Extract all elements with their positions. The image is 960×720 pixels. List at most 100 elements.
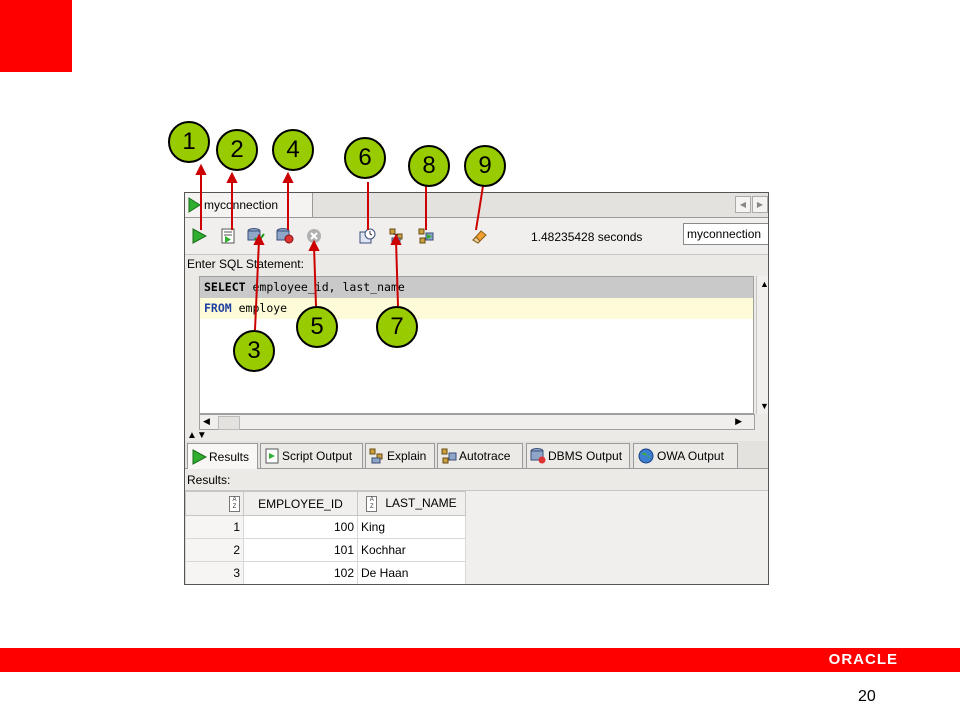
green-run-arrow-icon [188, 197, 201, 213]
tab-label: Script Output [282, 449, 353, 463]
column-label: LAST_NAME [385, 495, 457, 510]
cell-last-name[interactable]: King [357, 515, 466, 539]
callout-7: 7 [376, 306, 418, 348]
code-line-1: SELECT employee_id, last_name [200, 277, 753, 298]
autotrace-icon [418, 228, 434, 244]
result-tab-bar: Results Script Output Explain Autotrace … [185, 441, 768, 469]
tab-label: Explain [387, 449, 427, 463]
cell-employee-id[interactable]: 102 [243, 561, 358, 584]
column-label: EMPLOYEE_ID [258, 496, 343, 511]
worksheet-toolbar: 1.48235428 seconds myconnection [185, 218, 768, 255]
slide-corner-block [0, 0, 72, 72]
history-clock-icon [359, 228, 376, 244]
results-label: Results: [187, 473, 231, 487]
oracle-logo: ORACLE [828, 651, 898, 668]
sql-keyword-select: SELECT [204, 280, 246, 294]
slide-footer-bar: ORACLE [0, 648, 960, 672]
callout-9: 9 [464, 145, 506, 187]
scroll-left-icon[interactable]: ◀ [203, 416, 210, 426]
cell-employee-id[interactable]: 101 [243, 538, 358, 562]
execute-statement-button[interactable] [189, 226, 209, 246]
editor-horizontal-scrollbar[interactable]: ◀ ▶ [199, 414, 755, 430]
execution-time: 1.48235428 seconds [531, 230, 643, 244]
owa-globe-icon [637, 448, 655, 464]
splitter-collapse-icon[interactable]: ▲▼ [187, 430, 207, 441]
cancel-circle-icon [307, 229, 321, 243]
clear-button[interactable] [469, 226, 489, 246]
tab-label: myconnection [204, 198, 279, 212]
scroll-thumb[interactable] [218, 416, 240, 430]
tab-scroll-right-button[interactable]: ▶ [752, 196, 768, 213]
sql-editor[interactable]: SELECT employee_id, last_name FROM emplo… [199, 276, 754, 414]
table-row[interactable]: 1 100 King [185, 515, 466, 539]
code-text: employee_id, last_name [245, 280, 405, 294]
scroll-up-icon[interactable]: ▲ [760, 279, 769, 289]
tab-label: Autotrace [459, 449, 511, 463]
autotrace-button[interactable] [416, 226, 436, 246]
script-run-icon [221, 228, 235, 244]
sql-worksheet-window: myconnection ◀ ▶ [184, 192, 769, 585]
scroll-down-icon[interactable]: ▼ [760, 401, 769, 411]
connection-select[interactable]: myconnection [683, 223, 768, 245]
tab-owa-output[interactable]: OWA Output [633, 443, 738, 468]
page-number: 20 [858, 688, 876, 705]
run-script-button[interactable] [218, 226, 238, 246]
tab-results[interactable]: Results [187, 443, 258, 469]
scroll-right-icon[interactable]: ▶ [735, 416, 742, 426]
explain-plan-icon [389, 228, 403, 244]
callout-2: 2 [216, 129, 258, 171]
green-run-arrow-icon [191, 448, 207, 465]
rollback-button[interactable] [275, 226, 295, 246]
table-row[interactable]: 2 101 Kochhar [185, 538, 466, 562]
callout-4: 4 [272, 129, 314, 171]
db-undo-icon [276, 228, 294, 244]
tab-dbms-output[interactable]: DBMS Output [526, 443, 630, 468]
explain-icon [369, 448, 385, 464]
tab-label: Results [209, 449, 250, 464]
sql-keyword-from: FROM [204, 301, 232, 315]
callout-8: 8 [408, 145, 450, 187]
green-run-arrow-icon [192, 228, 207, 244]
callout-1: 1 [168, 121, 210, 163]
autotrace-icon [441, 448, 457, 464]
script-output-icon [264, 448, 280, 464]
worksheet-tab-bar: myconnection ◀ ▶ [185, 193, 768, 218]
db-check-icon [247, 228, 265, 244]
callout-5: 5 [296, 306, 338, 348]
cell-last-name[interactable]: De Haan [357, 561, 466, 584]
sql-history-button[interactable] [358, 226, 378, 246]
row-number: 1 [185, 515, 244, 539]
tab-myconnection[interactable]: myconnection [185, 193, 313, 217]
column-header-employee-id[interactable]: EMPLOYEE_ID [243, 491, 358, 516]
code-text: employe [231, 301, 288, 315]
tab-explain[interactable]: Explain [365, 443, 435, 468]
editor-vertical-scrollbar[interactable]: ▲ ▼ [756, 276, 769, 414]
tab-script-output[interactable]: Script Output [260, 443, 363, 468]
eraser-icon [472, 230, 487, 244]
callout-3: 3 [233, 330, 275, 372]
callout-6: 6 [344, 137, 386, 179]
tab-label: OWA Output [657, 449, 724, 463]
row-number: 2 [185, 538, 244, 562]
table-row[interactable]: 3 102 De Haan [185, 561, 466, 584]
cell-last-name[interactable]: Kochhar [357, 538, 466, 562]
code-line-2: FROM employe [200, 298, 753, 319]
tab-scroll-left-button[interactable]: ◀ [735, 196, 751, 213]
execute-explain-plan-button[interactable] [387, 226, 407, 246]
cancel-button[interactable] [304, 226, 324, 246]
tab-navigation: ◀ ▶ [734, 196, 768, 213]
dbms-output-icon [530, 448, 546, 464]
enter-sql-label: Enter SQL Statement: [187, 257, 304, 271]
commit-button[interactable] [246, 226, 266, 246]
tab-label: DBMS Output [548, 449, 623, 463]
cell-employee-id[interactable]: 100 [243, 515, 358, 539]
row-number: 3 [185, 561, 244, 584]
tab-autotrace[interactable]: Autotrace [437, 443, 523, 468]
